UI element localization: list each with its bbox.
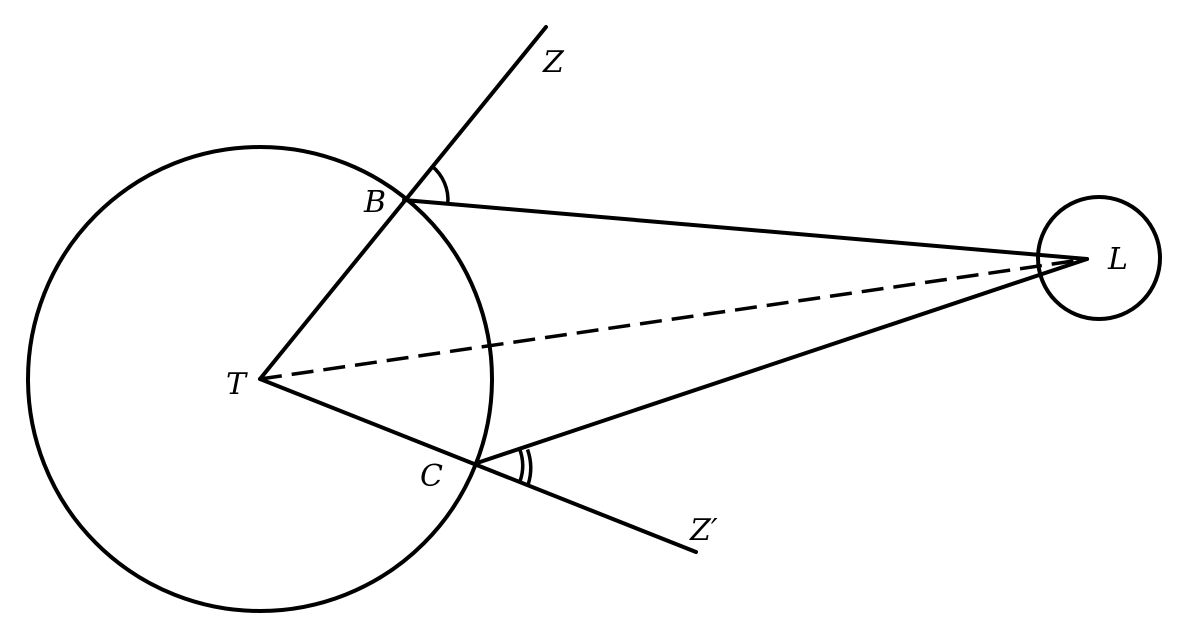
label-b: B bbox=[363, 185, 386, 220]
ray-t-z bbox=[258, 25, 548, 381]
moon-circle bbox=[1036, 195, 1162, 321]
label-z-prime: Z′ bbox=[689, 513, 718, 548]
label-z: Z bbox=[542, 45, 565, 80]
label-l: L bbox=[1107, 242, 1128, 277]
angle-arc-c-outer bbox=[525, 448, 533, 485]
ray-t-z-prime bbox=[258, 377, 698, 554]
line-c-l bbox=[472, 257, 1089, 466]
angle-arc-c-inner bbox=[517, 448, 525, 482]
dashed-line-t-l bbox=[259, 257, 1088, 381]
angle-arc-b bbox=[430, 164, 450, 204]
line-b-l bbox=[402, 198, 1089, 261]
label-t: T bbox=[226, 367, 248, 402]
earth-circle bbox=[26, 145, 494, 613]
label-c: C bbox=[420, 459, 443, 494]
